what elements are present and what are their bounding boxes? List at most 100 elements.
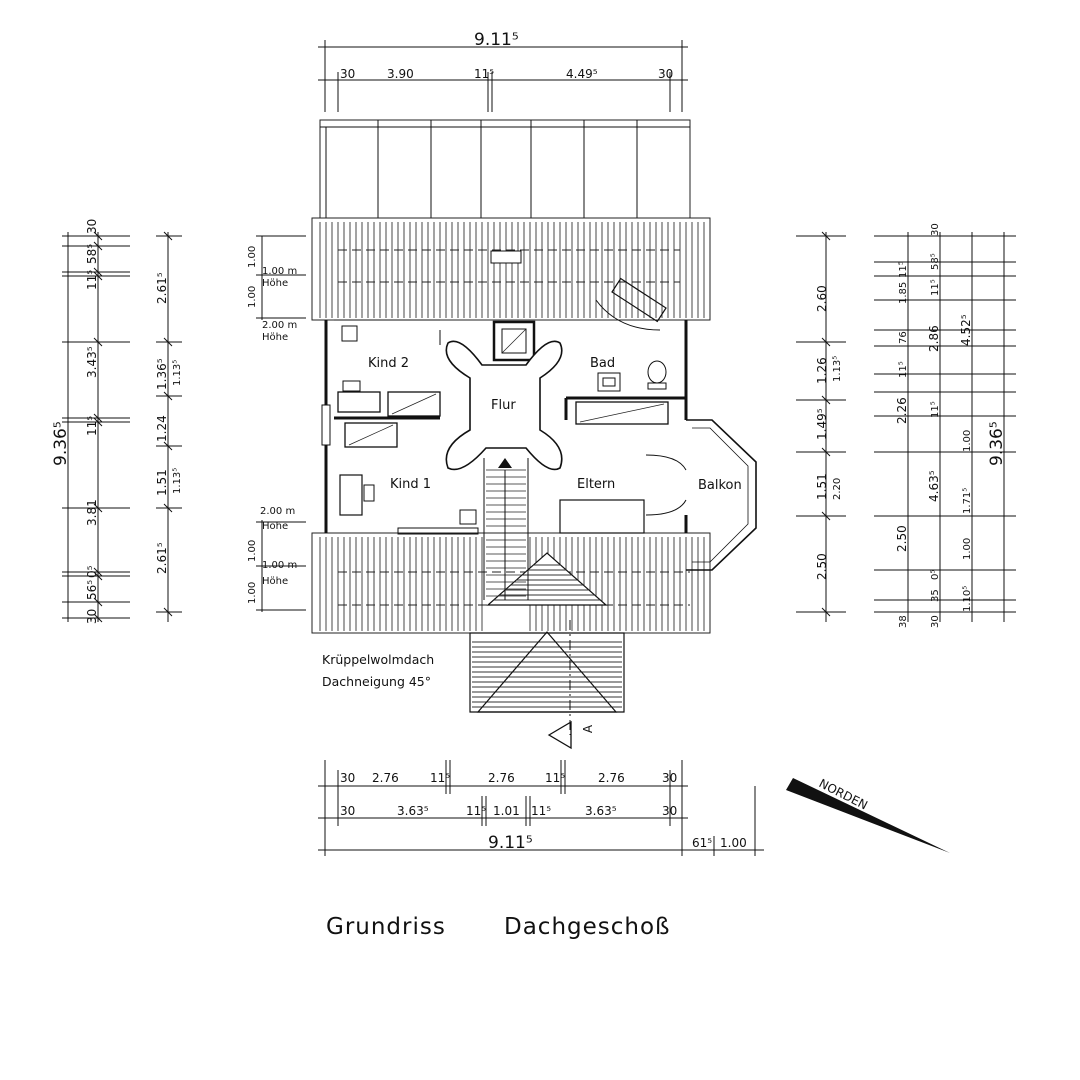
height-v-3: 1.00 bbox=[247, 540, 258, 562]
height-label-2-value: 2.00 m bbox=[262, 320, 297, 331]
right-dim2-11b: 11⁵ bbox=[898, 361, 909, 378]
left-total-dim: 9.36⁵ bbox=[51, 421, 71, 466]
right-dim3-110: 1.10⁵ bbox=[962, 586, 973, 612]
bottom-r1-11b: 11⁵ bbox=[545, 771, 565, 785]
left-dim2-slash bbox=[163, 441, 173, 451]
left-dim-343: 3.43⁵ bbox=[85, 346, 99, 378]
right-dim-260: 2.60 bbox=[815, 285, 829, 312]
height-label-3-value: 2.00 m bbox=[260, 506, 295, 517]
right-dimension-chains: 2.60 1.26 1.49⁵ 1.51 2.50 1.13⁵ 2.20 1.8… bbox=[796, 223, 1016, 628]
top-total-dim: 9.11⁵ bbox=[474, 30, 519, 50]
bottom-r1-11a: 11⁵ bbox=[430, 771, 450, 785]
roof-type-note: Krüppelwolmdach bbox=[322, 652, 434, 667]
title-word-1: Grundriss bbox=[326, 914, 446, 940]
room-labels: Kind 2 Kind 1 Flur Bad Eltern Balkon bbox=[368, 356, 742, 493]
right-dim-220: 2.20 bbox=[832, 478, 843, 500]
section-label: A bbox=[581, 724, 595, 733]
height-label-1-word: Höhe bbox=[262, 278, 288, 289]
bottom-ext-100: 1.00 bbox=[720, 836, 747, 850]
room-label-bad: Bad bbox=[590, 356, 615, 371]
roof-notes: Krüppelwolmdach Dachneigung 45° bbox=[322, 652, 434, 689]
right-dim-250: 2.50 bbox=[815, 553, 829, 580]
left-dim-slash bbox=[93, 503, 103, 513]
flur-hall-outline bbox=[445, 340, 563, 471]
left-dim-slash bbox=[93, 271, 103, 281]
right-dim2-185: 1.85 bbox=[898, 282, 909, 304]
right-dim4-100b: 1.00 bbox=[962, 538, 973, 560]
top-roof-overhang bbox=[319, 119, 691, 219]
right-dim2-30b: 30 bbox=[930, 615, 941, 628]
right-dim2-76: 76 bbox=[898, 331, 909, 344]
left-dim-slash bbox=[93, 417, 103, 427]
balkon-outline bbox=[686, 419, 757, 571]
top-dim-d: 4.49⁵ bbox=[566, 67, 598, 81]
lower-roof-section bbox=[311, 532, 711, 634]
left-dimension-chains: 9.36⁵ 30 58⁵ 11⁵ 3.43⁵ 11⁵ 3.81 0⁵ 56⁵ 3… bbox=[51, 219, 183, 624]
left-dim-58: 58⁵ bbox=[85, 244, 99, 264]
left-dim2-136: 1.36⁵ bbox=[155, 358, 169, 390]
left-dim2-261-bottom: 2.61⁵ bbox=[155, 542, 169, 574]
bottom-total-dim: 9.11⁵ bbox=[488, 833, 533, 853]
room-label-flur: Flur bbox=[491, 398, 516, 413]
right-dim3-286: 2.86 bbox=[927, 325, 941, 352]
bottom-dimension-chains: 30 2.76 11⁵ 2.76 11⁵ 2.76 30 30 3.63⁵ 11… bbox=[318, 760, 764, 856]
right-dim4-100a: 1.00 bbox=[962, 430, 973, 452]
top-dim-c: 11⁵ bbox=[474, 67, 494, 81]
furniture bbox=[337, 277, 687, 535]
left-dim-slash bbox=[93, 597, 103, 607]
section-marker: A bbox=[547, 720, 595, 750]
interior-walls bbox=[321, 319, 688, 600]
staircase bbox=[486, 458, 526, 600]
right-dim-slash bbox=[821, 337, 831, 347]
bottom-r2-11a: 11⁵ bbox=[466, 804, 486, 818]
height-markers: 1.00 m Höhe 2.00 m Höhe 1.00 1.00 2.00 m… bbox=[247, 235, 306, 612]
drawing-title: Grundriss Dachgeschoß bbox=[326, 914, 671, 940]
left-dim-56: 56⁵ bbox=[85, 580, 99, 600]
top-dim-b: 3.90 bbox=[387, 67, 414, 81]
room-label-kind2: Kind 2 bbox=[368, 356, 409, 371]
left-dim2-slash bbox=[163, 391, 173, 401]
left-dim-slash bbox=[93, 231, 103, 241]
height-v-2: 1.00 bbox=[247, 286, 258, 308]
right-dim3-58: 58⁵ bbox=[930, 253, 941, 270]
height-label-4-word: Höhe bbox=[262, 576, 288, 587]
bottom-r2-30a: 30 bbox=[340, 804, 355, 818]
left-dim-slash bbox=[93, 267, 103, 277]
room-label-kind1: Kind 1 bbox=[390, 477, 431, 492]
right-dim2-35: 35 bbox=[930, 589, 941, 602]
bottom-ext-61: 61⁵ bbox=[692, 836, 712, 850]
right-dim-149: 1.49⁵ bbox=[815, 408, 829, 440]
room-label-eltern: Eltern bbox=[577, 477, 615, 492]
left-dim2-261-top: 2.61⁵ bbox=[155, 272, 169, 304]
left-dim2b-113a: 1.13⁵ bbox=[172, 360, 183, 386]
north-arrow: NORDEN bbox=[786, 776, 950, 853]
right-dim3-11a: 11⁵ bbox=[930, 279, 941, 296]
left-dim-30-top: 30 bbox=[85, 219, 99, 234]
height-label-2-word: Höhe bbox=[262, 332, 288, 343]
right-dim-113: 1.13⁵ bbox=[832, 356, 843, 382]
left-dim-slash bbox=[93, 337, 103, 347]
left-dim-slash bbox=[93, 613, 103, 623]
title-word-2: Dachgeschoß bbox=[504, 914, 671, 940]
right-total-dim: 9.36⁵ bbox=[987, 421, 1007, 466]
left-dim2-124: 1.24 bbox=[155, 415, 169, 442]
right-dim2-38: 38 bbox=[898, 615, 909, 628]
left-dim-11a: 11⁵ bbox=[85, 270, 99, 290]
bottom-r2-11b: 11⁵ bbox=[531, 804, 551, 818]
bottom-r2-101: 1.01 bbox=[493, 804, 520, 818]
right-dim2-11a: 11⁵ bbox=[898, 261, 909, 278]
right-dim3-11b: 11⁵ bbox=[930, 401, 941, 418]
left-dim2-slash bbox=[163, 337, 173, 347]
left-dim2-slash bbox=[163, 231, 173, 241]
right-dim-126: 1.26 bbox=[815, 357, 829, 384]
left-dim2b-113b: 1.13⁵ bbox=[172, 468, 183, 494]
left-dim-11b: 11⁵ bbox=[85, 416, 99, 436]
right-dim2-0: 0⁵ bbox=[930, 570, 941, 580]
right-dim-slash bbox=[821, 395, 831, 405]
bottom-r2-363a: 3.63⁵ bbox=[397, 804, 429, 818]
top-dimension-chain: 9.11⁵ 30 3.90 11⁵ 4.49⁵ 30 bbox=[318, 30, 688, 112]
top-dim-a: 30 bbox=[340, 67, 355, 81]
room-label-balkon: Balkon bbox=[698, 478, 742, 493]
left-dim-slash bbox=[93, 413, 103, 423]
